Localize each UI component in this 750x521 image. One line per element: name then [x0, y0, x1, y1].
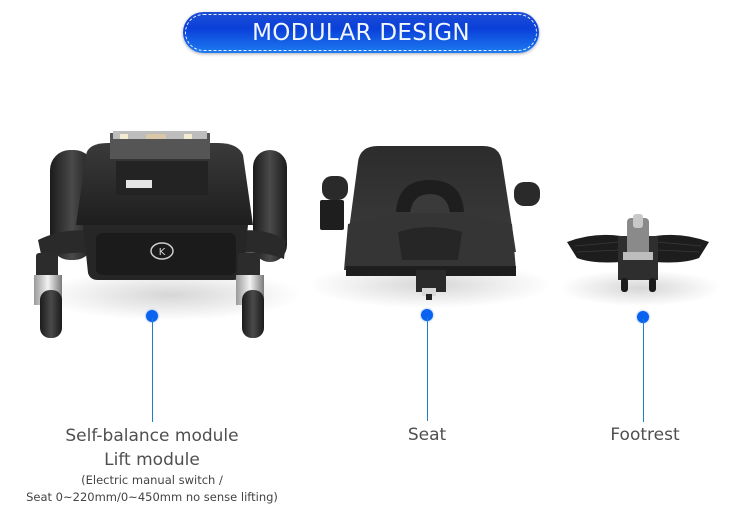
banner-title: MODULAR DESIGN: [252, 19, 470, 46]
seat-marker-dot: [421, 309, 433, 321]
lift-module-detail-line1: (Electric manual switch /: [81, 473, 223, 487]
wheelchair-base-illustration: K: [34, 131, 287, 338]
self-balance-module-marker-dot: [146, 310, 158, 322]
seat-module-image: [318, 142, 543, 302]
seat-title: Seat: [407, 425, 447, 445]
svg-text:K: K: [159, 247, 166, 258]
self-balance-module-label: Self-balance module Lift module (Electri…: [26, 424, 278, 506]
footrest-label: Footrest: [610, 423, 679, 447]
seat-leader-line: [426, 317, 428, 421]
footrest-leader-line: [642, 319, 644, 422]
self-balance-module-leader-line: [151, 318, 153, 422]
brand-logo-icon: [150, 242, 174, 260]
footrest-module-image: [563, 212, 713, 302]
modular-design-banner: MODULAR DESIGN: [183, 12, 539, 53]
lift-module-title: Lift module: [104, 450, 200, 470]
footrest-marker-dot: [637, 311, 649, 323]
seat-label: Seat: [408, 423, 446, 447]
self-balance-lift-module-image: K: [28, 125, 298, 340]
seat-illustration: [320, 146, 540, 300]
self-balance-module-title: Self-balance module: [65, 426, 239, 446]
footrest-illustration: [567, 214, 709, 292]
lift-module-detail-line2: Seat 0~220mm/0~450mm no sense lifting): [26, 490, 278, 504]
footrest-title: Footrest: [610, 425, 680, 445]
